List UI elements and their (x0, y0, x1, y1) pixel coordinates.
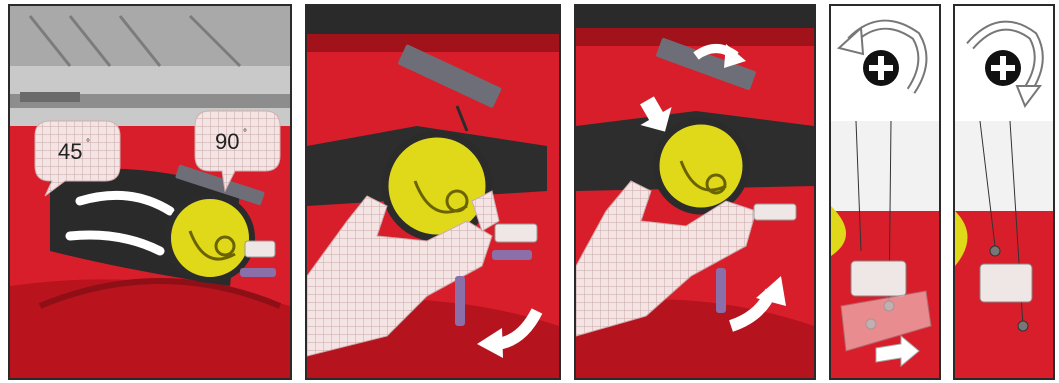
step-panel-1: 45 ° 90 ° (8, 4, 292, 380)
step-panel-2 (305, 4, 561, 380)
plus-icon (863, 50, 899, 86)
angle-90-label: 90 (215, 129, 239, 154)
panel-3-illustration (576, 6, 814, 378)
degree-symbol: ° (243, 128, 247, 139)
panel-1-illustration: 45 ° 90 ° (10, 6, 290, 378)
yellow-knob (385, 134, 489, 238)
yellow-knob (656, 121, 746, 211)
panel-4-illustration (831, 6, 939, 378)
plus-icon (985, 50, 1021, 86)
panel-5-illustration (955, 6, 1053, 378)
angle-45-label: 45 (58, 139, 82, 164)
step-panel-5 (953, 4, 1055, 380)
panel-2-illustration (307, 6, 559, 378)
yellow-knob (168, 196, 252, 280)
step-panel-4 (829, 4, 941, 380)
step-panel-3 (574, 4, 816, 380)
degree-symbol: ° (86, 138, 90, 149)
